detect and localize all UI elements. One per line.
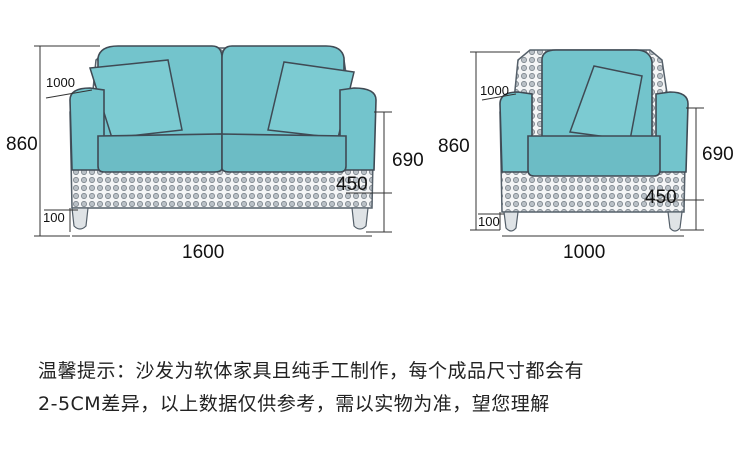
- loveseat-width-label: 1600: [182, 242, 224, 263]
- armchair-leg-left: [503, 211, 519, 232]
- notice-line-2: 2-5CM差异，以上数据仅供参考，需以实物为准，望您理解: [38, 393, 550, 415]
- loveseat-leg-right: [351, 207, 369, 230]
- armchair-leg-right: [667, 211, 683, 232]
- loveseat-height-label: 860: [6, 134, 38, 155]
- loveseat-depth-label: 1000: [46, 75, 75, 90]
- armchair-depth-label: 1000: [480, 83, 509, 98]
- loveseat-seat-height-label: 450: [336, 174, 368, 195]
- loveseat-seat-cushion-left: [97, 133, 223, 173]
- loveseat-seat-cushion-right: [221, 133, 347, 173]
- armchair-arm-right: [655, 91, 689, 173]
- armchair-width-label: 1000: [563, 242, 605, 263]
- loveseat-illustration: [69, 45, 377, 230]
- armchair-dimension-lines: [470, 51, 704, 237]
- loveseat-dimension-lines: [34, 45, 392, 237]
- loveseat-leg-height-label: 100: [43, 210, 65, 225]
- loveseat-arm-height-label: 690: [392, 150, 424, 171]
- armchair-arm-height-label: 690: [702, 144, 734, 165]
- armchair-illustration: [499, 49, 689, 232]
- loveseat-leg-left: [71, 207, 89, 230]
- armchair-seat-height-label: 450: [645, 187, 677, 208]
- notice-line-1: 温馨提示：沙发为软体家具且纯手工制作，每个成品尺寸都会有: [38, 360, 585, 382]
- armchair-height-label: 860: [438, 136, 470, 157]
- armchair-seat-cushion: [527, 135, 661, 177]
- loveseat-arm-right: [339, 87, 377, 171]
- armchair-leg-height-label: 100: [478, 214, 500, 229]
